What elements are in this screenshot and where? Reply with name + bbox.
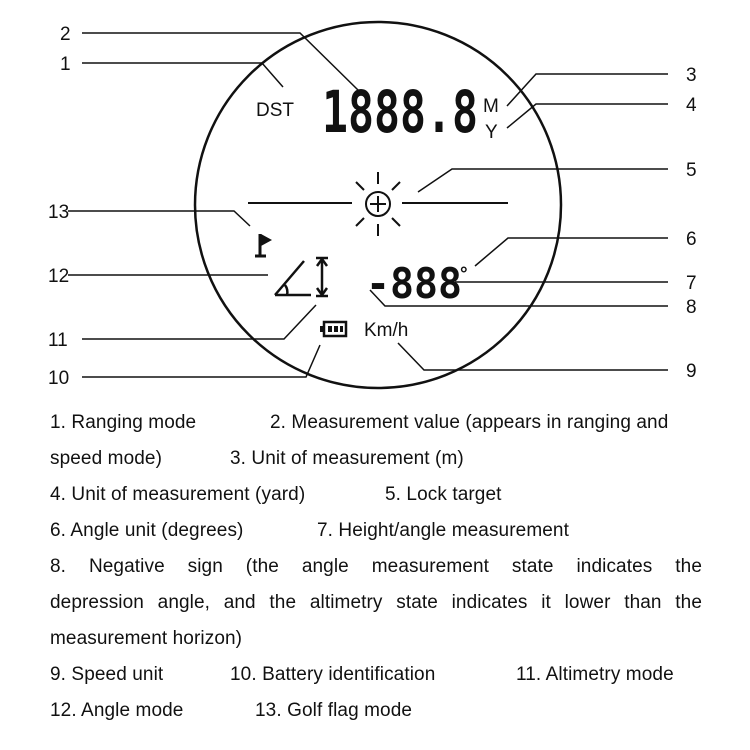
callout-6: 6 [686, 229, 697, 250]
legend-row: 12. Angle mode 13. Golf flag mode [50, 693, 702, 729]
speed-unit-text: Km/h [364, 320, 408, 341]
callout-3: 3 [686, 65, 697, 86]
legend-item-7: 7. Height/angle measurement [317, 520, 569, 541]
callout-1: 1 [60, 54, 71, 75]
legend-item-8-cont: depression angle, and the altimetry stat… [50, 592, 702, 613]
angle-mode-icon [274, 260, 311, 297]
callout-12: 12 [48, 266, 69, 287]
measurement-value: 1888.8 [322, 78, 478, 146]
legend-item-8: 8. Negative sign (the angle measurement … [50, 556, 702, 577]
legend-row: 1. Ranging mode 2. Measurement value (ap… [50, 405, 702, 441]
legend-item-11: 11. Altimetry mode [516, 664, 674, 685]
legend-row: speed mode) 3. Unit of measurement (m) [50, 441, 702, 477]
golf-flag-icon [255, 234, 272, 258]
legend-row: 6. Angle unit (degrees) 7. Height/angle … [50, 513, 702, 549]
callout-8: 8 [686, 297, 697, 318]
legend-row: 4. Unit of measurement (yard) 5. Lock ta… [50, 477, 702, 513]
viewfinder-diagram: DST 1888.8 M Y -888 ° [48, 20, 697, 390]
legend-item-8-end: measurement horizon) [50, 628, 243, 649]
viewfinder-circle [193, 20, 563, 390]
callout-4: 4 [686, 95, 697, 116]
callout-11: 11 [48, 330, 68, 351]
callout-10: 10 [48, 368, 69, 389]
callout-5: 5 [686, 160, 697, 181]
legend-item-13: 13. Golf flag mode [255, 700, 413, 721]
legend-item-1: 1. Ranging mode [50, 412, 197, 433]
callout-9: 9 [686, 361, 697, 382]
legend-item-4: 4. Unit of measurement (yard) [50, 484, 306, 505]
legend-row: 9. Speed unit 10. Battery identification… [50, 657, 702, 693]
angle-value: -888 [366, 259, 462, 308]
legend: 1. Ranging mode 2. Measurement value (ap… [50, 405, 702, 729]
altimetry-mode-icon [315, 256, 329, 298]
legend-item-6: 6. Angle unit (degrees) [50, 520, 244, 541]
callout-leaders [68, 32, 668, 378]
callout-2: 2 [60, 24, 71, 45]
legend-item-2: 2. Measurement value (appears in ranging… [270, 412, 669, 433]
callout-13: 13 [48, 202, 69, 223]
unit-y-text: Y [485, 122, 498, 143]
legend-item-2-cont: speed mode) [50, 448, 163, 469]
lock-target-icon [248, 172, 508, 236]
unit-m-text: M [483, 96, 499, 117]
legend-item-12: 12. Angle mode [50, 700, 184, 721]
legend-item-3: 3. Unit of measurement (m) [230, 448, 464, 469]
legend-item-5: 5. Lock target [385, 484, 502, 505]
battery-icon [320, 320, 348, 338]
legend-item-10: 10. Battery identification [230, 664, 436, 685]
legend-item-9: 9. Speed unit [50, 664, 164, 685]
mode-dst-text: DST [256, 100, 294, 121]
degree-symbol: ° [460, 264, 468, 285]
callout-7: 7 [686, 273, 697, 294]
